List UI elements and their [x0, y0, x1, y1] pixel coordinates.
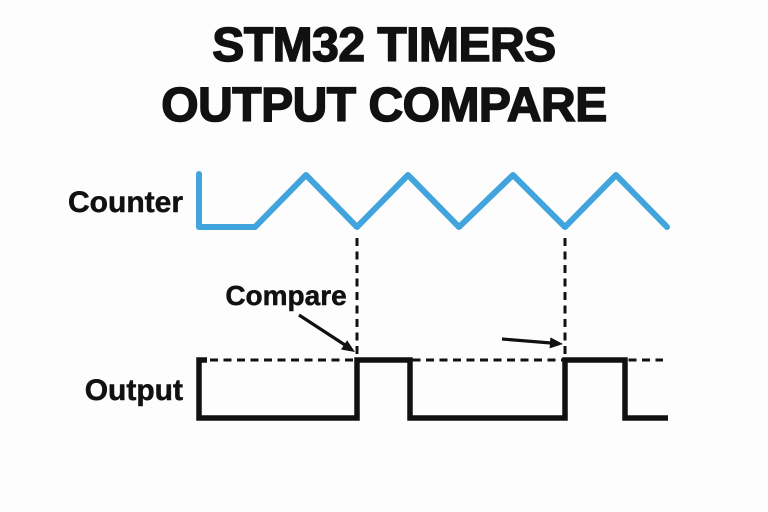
output-label: Output [84, 374, 183, 408]
compare-arrow-line-2 [501, 337, 552, 345]
output-waveform [196, 357, 668, 421]
compare-arrow-line-1 [298, 313, 346, 347]
compare-arrow-head-1-icon [341, 340, 355, 352]
page-title: STM32 TIMERS OUTPUT COMPARE [0, 16, 768, 136]
title-line-2: OUTPUT COMPARE [161, 78, 608, 133]
compare-arrow-head-2-icon [549, 337, 563, 349]
counter-label: Counter [68, 186, 184, 220]
compare-label: Compare [225, 280, 347, 312]
counter-waveform [196, 171, 670, 230]
title-line-1: STM32 TIMERS [212, 18, 557, 73]
